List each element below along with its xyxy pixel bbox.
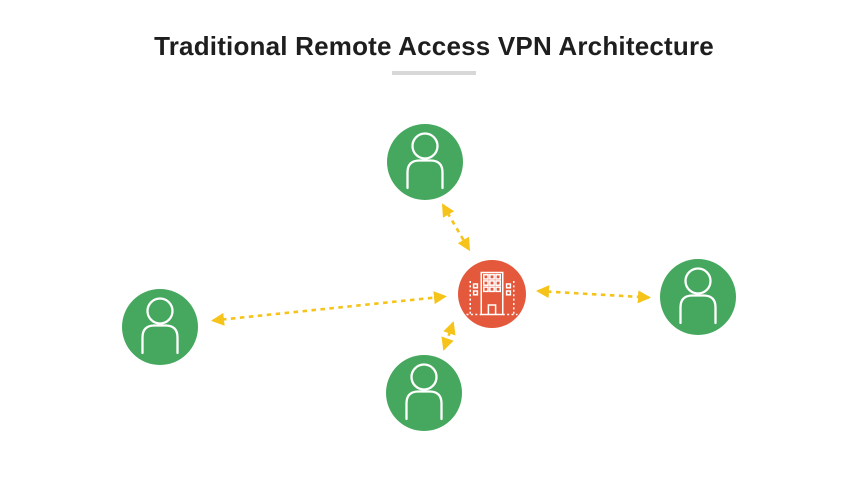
remote-user-node-left	[122, 289, 198, 365]
vpn-gateway-node	[458, 260, 526, 328]
title-divider	[392, 71, 476, 75]
connection-arrow-top	[441, 203, 471, 252]
user-node-circle	[387, 124, 463, 200]
vpn-node-circle	[458, 260, 526, 328]
connection-arrow-left	[211, 291, 447, 326]
user-node-circle	[660, 259, 736, 335]
office-building-icon	[466, 271, 518, 316]
connection-arrow-bottom	[441, 321, 456, 351]
remote-user-node-right	[660, 259, 736, 335]
user-node-circle	[122, 289, 198, 365]
connection-arrow-right	[536, 285, 651, 304]
remote-user-node-bottom	[386, 355, 462, 431]
page-title: Traditional Remote Access VPN Architectu…	[154, 31, 714, 61]
remote-user-node-top	[387, 124, 463, 200]
user-node-circle	[386, 355, 462, 431]
